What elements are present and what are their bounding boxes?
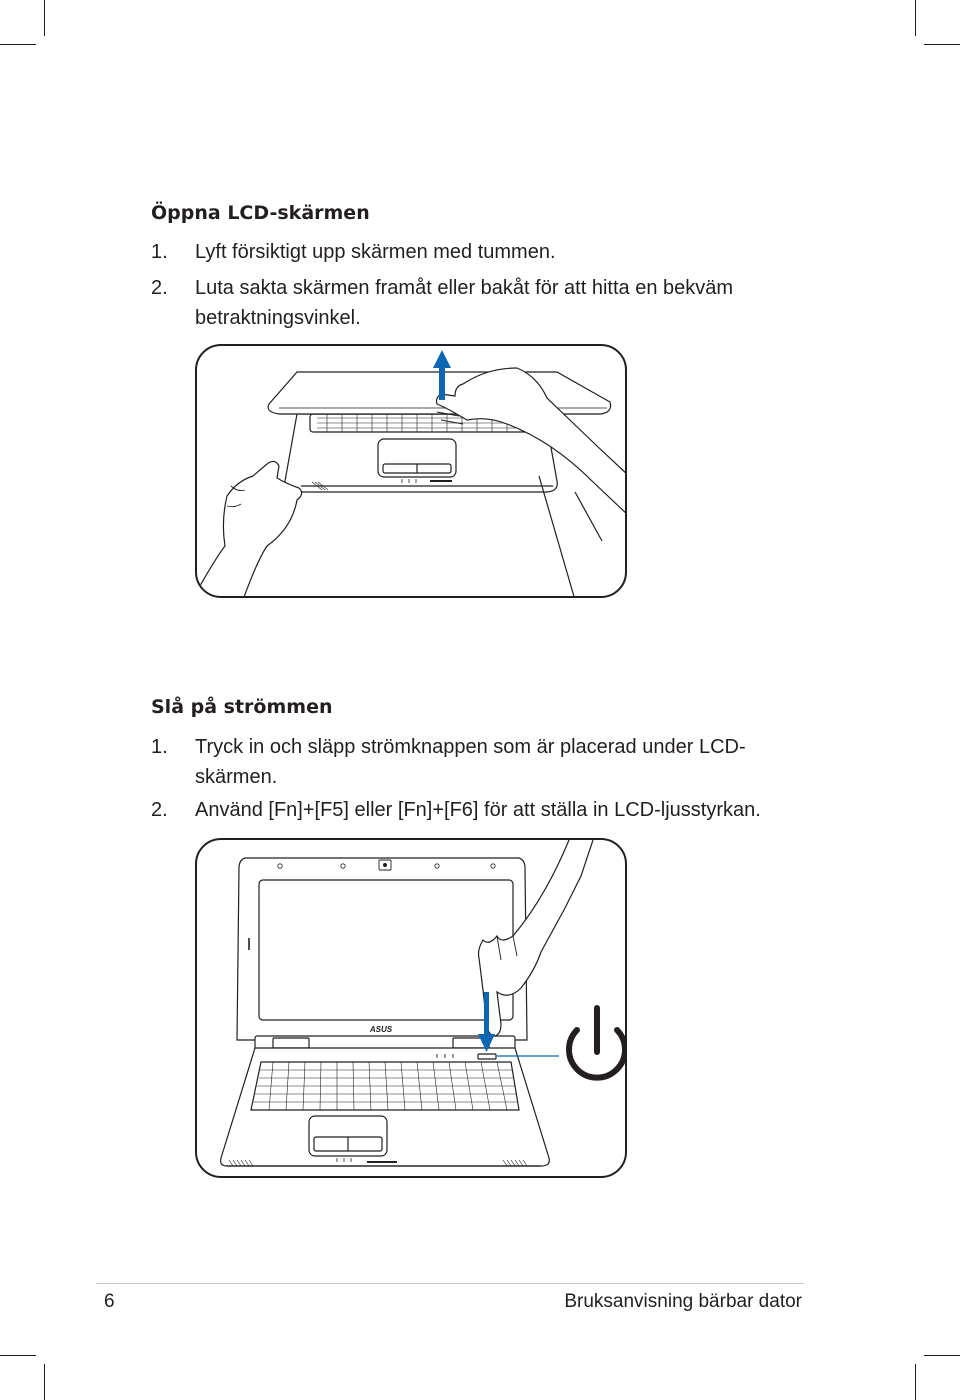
crop-mark [924, 44, 960, 45]
section-heading-open-lcd: Öppna LCD-skärmen [151, 202, 370, 224]
lift-arrow-icon [433, 350, 451, 400]
step-text: Luta sakta skärmen framåt eller bakåt fö… [195, 277, 734, 329]
step-item: 1. Lyft försiktigt upp skärmen med tumme… [151, 237, 795, 267]
figure-open-lid [195, 344, 627, 598]
crop-mark [915, 1364, 916, 1400]
crop-mark [0, 1355, 36, 1356]
figure-power-button: ASUS [195, 838, 627, 1178]
crop-mark [924, 1355, 960, 1356]
step-number: 2. [151, 277, 168, 299]
press-arrow-icon [478, 992, 495, 1052]
step-number: 1. [151, 241, 168, 263]
crop-mark [915, 0, 916, 36]
crop-mark [0, 44, 36, 45]
step-number: 2. [151, 799, 168, 821]
page-number: 6 [104, 1291, 115, 1312]
step-number: 1. [151, 736, 168, 758]
step-item: 2. Luta sakta skärmen framåt eller bakåt… [151, 273, 795, 333]
footer-rule [96, 1283, 804, 1284]
power-button-illustration: ASUS [220, 840, 625, 1167]
step-text: Tryck in och släpp strömknappen som är p… [195, 736, 746, 788]
footer-title: Bruksanvisning bärbar dator [564, 1291, 802, 1312]
power-icon [566, 1005, 625, 1081]
step-text: Använd [Fn]+[F5] eller [Fn]+[F6] för att… [195, 799, 761, 821]
step-item: 2. Använd [Fn]+[F5] eller [Fn]+[F6] för … [151, 795, 795, 825]
crop-mark [44, 0, 45, 36]
step-item: 1. Tryck in och släpp strömknappen som ä… [151, 732, 795, 792]
asus-logo: ASUS [369, 1025, 393, 1034]
step-text: Lyft försiktigt upp skärmen med tummen. [195, 241, 556, 263]
section-heading-power-on: Slå på strömmen [151, 696, 333, 718]
crop-mark [44, 1364, 45, 1400]
open-lid-illustration [197, 350, 625, 596]
